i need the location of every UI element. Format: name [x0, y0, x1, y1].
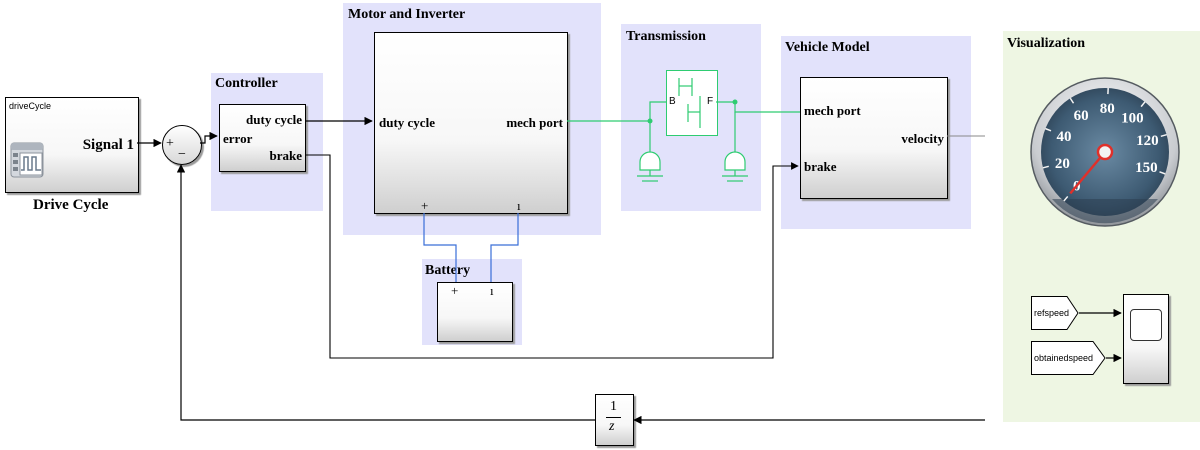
gauge-label: 100: [1121, 111, 1144, 127]
gauge-tick: [1063, 195, 1069, 202]
motor-in-duty-cycle: duty cycle: [379, 115, 435, 130]
vehicle-model-block[interactable]: mech port velocity brake: [800, 77, 948, 199]
visualization-title: Visualization: [1007, 36, 1086, 51]
battery-block[interactable]: + ı: [437, 282, 513, 342]
goto-refspeed[interactable]: refspeed: [1034, 308, 1070, 318]
gauge-hub: [1096, 143, 1114, 161]
battery-plus-terminal: +: [451, 283, 459, 298]
controller-out-duty-cycle: duty cycle: [246, 112, 302, 127]
gauge-tick: [1140, 101, 1146, 108]
gauge-tick: [1159, 171, 1166, 175]
delay-numerator: 1: [610, 399, 617, 414]
gauge-tick: [1069, 97, 1075, 104]
scope-screen-icon: [1130, 309, 1162, 341]
drive-cycle-signal-label: Signal 1: [82, 137, 134, 153]
motor-title: Motor and Inverter: [348, 7, 466, 22]
controller-in-error: error: [223, 131, 253, 146]
gauge-label: 120: [1136, 133, 1159, 149]
vehicle-in-brake: brake: [804, 159, 837, 174]
clutch-port-f: F: [707, 96, 714, 107]
gauge-tick: [1045, 127, 1052, 132]
motor-out-mech-port: mech port: [506, 115, 563, 130]
drive-cycle-block-name: driveCycle: [9, 101, 52, 111]
goto-obtainedspeed-shape: [1031, 341, 1106, 375]
gauge-label: 20: [1055, 156, 1070, 172]
delay-fraction-bar: [606, 417, 621, 418]
gauge-label: 150: [1135, 160, 1158, 176]
drive-cycle-caption: Drive Cycle: [33, 197, 109, 213]
controller-out-brake: brake: [269, 148, 303, 163]
motor-plus-terminal: +: [421, 198, 429, 213]
transmission-title: Transmission: [626, 29, 706, 44]
sum-minus-sign: −: [178, 147, 186, 162]
unit-delay-block[interactable]: [595, 394, 634, 446]
delay-denominator: z: [609, 419, 615, 434]
gauge-label: 80: [1100, 101, 1115, 117]
motor-inverter-block[interactable]: duty cycle mech port + ı: [374, 32, 568, 214]
gauge-tick: [1042, 165, 1049, 169]
controller-title: Controller: [215, 76, 278, 91]
goto-obtainedspeed[interactable]: obtainedspeed: [1034, 353, 1094, 363]
gauge-label: 60: [1074, 108, 1089, 124]
vehicle-in-mech-port: mech port: [804, 103, 861, 118]
drive-cycle-block[interactable]: driveCycle Signal 1: [5, 97, 139, 193]
signal-builder-icon: [10, 142, 44, 178]
gauge-labels: 020406080100120150: [1055, 101, 1159, 195]
gauge-label: 40: [1057, 129, 1072, 145]
battery-title: Battery: [425, 263, 471, 278]
clutch-port-b: B: [669, 96, 676, 107]
vehicle-title: Vehicle Model: [785, 40, 870, 55]
speedometer-gauge[interactable]: 020406080100120150: [1030, 57, 1180, 247]
battery-minus-terminal: ı: [490, 283, 494, 298]
gauge-needle: [1069, 151, 1106, 195]
controller-block[interactable]: duty cycle error brake: [219, 104, 306, 172]
gauge-tick: [1160, 133, 1167, 138]
motor-minus-terminal: ı: [517, 198, 521, 213]
sum-plus-sign: +: [166, 136, 174, 151]
vehicle-out-velocity: velocity: [901, 131, 944, 146]
gauge-ticks: [1042, 88, 1167, 202]
goto-refspeed-shape: [1031, 296, 1079, 330]
scope-block[interactable]: [1123, 294, 1169, 384]
